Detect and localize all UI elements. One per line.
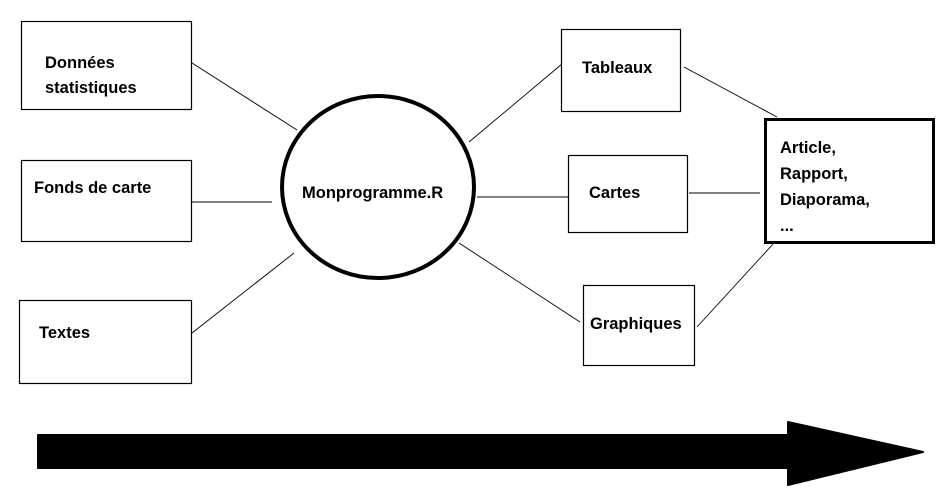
connector-program-graphiques xyxy=(458,242,581,323)
output-label: Cartes xyxy=(589,184,640,202)
final-output-box: Article, Rapport, Diaporama, ... xyxy=(764,118,935,244)
input-box-textes: Textes xyxy=(18,299,193,385)
program-label: Monprogramme.R xyxy=(302,184,443,202)
connector-donnees-program xyxy=(191,62,298,131)
input-box-donnees: Données statistiques xyxy=(20,20,193,111)
output-label: Graphiques xyxy=(590,315,682,333)
final-label-line: Rapport, xyxy=(780,165,848,183)
final-label-line: Diaporama, xyxy=(780,191,870,209)
input-box-fonds-de-carte: Fonds de carte xyxy=(20,159,193,243)
output-box-tableaux: Tableaux xyxy=(560,28,682,113)
connector-program-tableaux xyxy=(468,63,563,143)
input-label: Fonds de carte xyxy=(34,179,151,197)
input-label: Textes xyxy=(39,324,90,342)
connector-tableaux-final xyxy=(683,66,778,118)
process-arrow-icon xyxy=(37,421,924,486)
connector-textes-program xyxy=(191,252,295,334)
input-label-line: statistiques xyxy=(45,79,137,97)
final-label-line: Article, xyxy=(780,139,836,157)
output-box-graphiques: Graphiques xyxy=(582,284,696,367)
program-circle: Monprogramme.R xyxy=(280,94,476,280)
output-label: Tableaux xyxy=(582,59,653,77)
final-label-line: ... xyxy=(780,217,794,235)
output-box-cartes: Cartes xyxy=(567,154,689,234)
input-label-line: Données xyxy=(45,54,115,72)
connector-graphiques-final xyxy=(696,242,775,328)
